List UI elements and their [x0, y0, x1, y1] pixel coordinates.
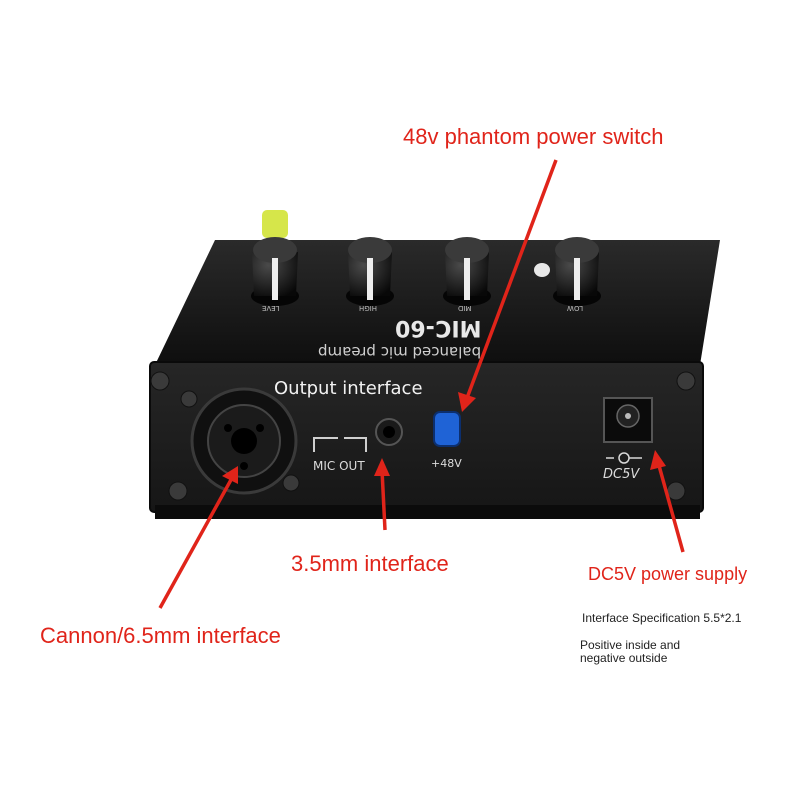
screw-icons	[150, 371, 696, 501]
dc-polarity-icon	[606, 452, 642, 464]
output-interface-label: Output interface	[274, 378, 423, 399]
callout-phantom-switch: 48v phantom power switch	[403, 124, 664, 149]
model-name: MIC-60	[395, 315, 482, 340]
callout-3-5mm: 3.5mm interface	[291, 551, 449, 576]
knob-label-low: LOW	[567, 304, 584, 312]
polarity-note-line1: Positive inside and	[580, 638, 681, 652]
knob-level	[251, 210, 299, 306]
knob-high	[346, 237, 394, 306]
mic-out-label: MIC OUT	[313, 459, 365, 473]
callout-dc-supply: DC5V power supply	[588, 564, 748, 584]
mic-out-bracket-icon	[313, 437, 367, 452]
model-subtitle: balanced mic preamp	[318, 343, 482, 361]
knob-label-mid: MID	[458, 304, 472, 312]
indicator-led	[534, 263, 550, 277]
knob-low	[553, 237, 601, 306]
spec-note: Interface Specification 5.5*2.1	[582, 611, 742, 625]
knob-label-level: LEVE	[262, 304, 280, 312]
phantom-power-switch	[433, 411, 461, 447]
chassis-base	[155, 505, 700, 519]
dc-label: DC5V	[603, 467, 640, 482]
dc-jack-icon	[603, 397, 653, 443]
polarity-note-line2: negative outside	[580, 651, 668, 665]
knob-mid	[443, 237, 491, 306]
jack-3-5mm-icon	[375, 418, 403, 446]
phantom-label: +48V	[431, 457, 462, 470]
callout-cannon: Cannon/6.5mm interface	[40, 623, 281, 648]
knob-label-high: HIGH	[359, 304, 378, 312]
callout-arrows	[158, 159, 685, 609]
xlr-combo-jack-icon	[190, 387, 298, 495]
